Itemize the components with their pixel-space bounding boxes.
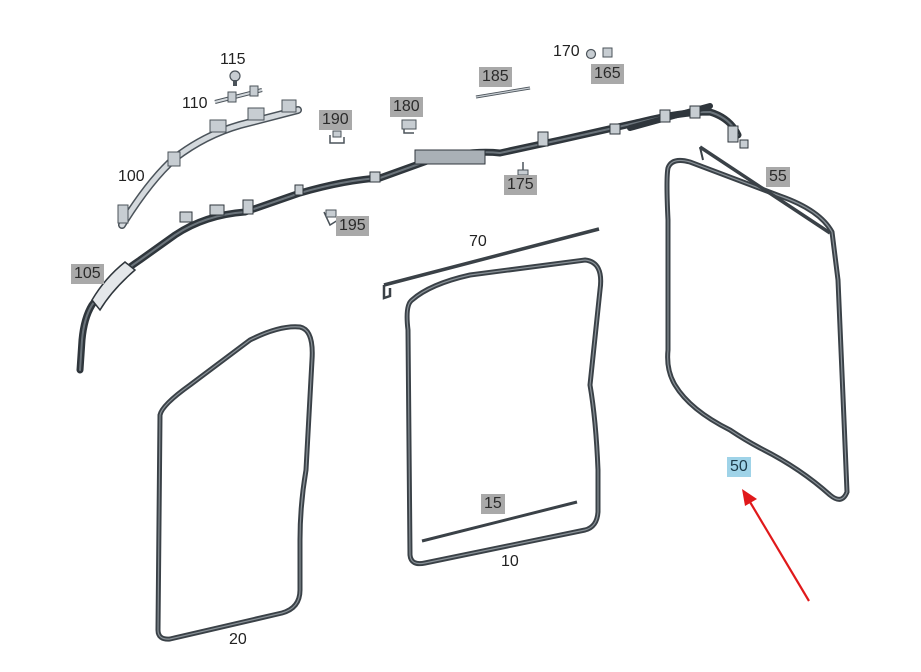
label-190: 190	[319, 110, 352, 130]
label-50-highlighted[interactable]: 50	[727, 457, 751, 477]
label-20: 20	[229, 631, 247, 648]
label-180: 180	[390, 97, 423, 117]
label-70: 70	[469, 233, 487, 250]
label-105: 105	[71, 264, 104, 284]
label-55: 55	[766, 167, 790, 187]
part-10-door-seal[interactable]	[404, 257, 604, 567]
part-115-clip[interactable]	[229, 70, 241, 86]
label-175: 175	[504, 175, 537, 195]
part-190-clip[interactable]	[329, 130, 345, 144]
label-185: 185	[479, 67, 512, 87]
part-195-clip[interactable]	[323, 209, 339, 227]
part-105-airbag[interactable]	[76, 103, 749, 374]
part-15-strip[interactable]	[421, 500, 578, 543]
part-110-bracket[interactable]	[214, 85, 263, 104]
label-115: 115	[220, 51, 246, 68]
label-170: 170	[553, 43, 580, 60]
label-195: 195	[336, 216, 369, 236]
part-185-strip[interactable]	[475, 86, 531, 99]
label-15: 15	[481, 494, 505, 514]
part-70-strip[interactable]	[382, 227, 600, 300]
part-50-door-seal[interactable]	[664, 158, 850, 502]
part-100-bracket[interactable]	[117, 99, 302, 229]
pointer-arrow-icon	[742, 489, 810, 602]
part-165-clip[interactable]	[602, 47, 613, 58]
part-180-clip[interactable]	[401, 119, 417, 134]
part-55-strip[interactable]	[699, 145, 831, 235]
label-165: 165	[591, 64, 624, 84]
part-175-clip[interactable]	[517, 162, 529, 176]
part-20-door-seal[interactable]	[155, 324, 315, 642]
part-170-clip[interactable]	[585, 48, 597, 60]
label-10: 10	[501, 553, 519, 570]
label-110: 110	[182, 95, 208, 112]
label-100: 100	[118, 168, 145, 185]
